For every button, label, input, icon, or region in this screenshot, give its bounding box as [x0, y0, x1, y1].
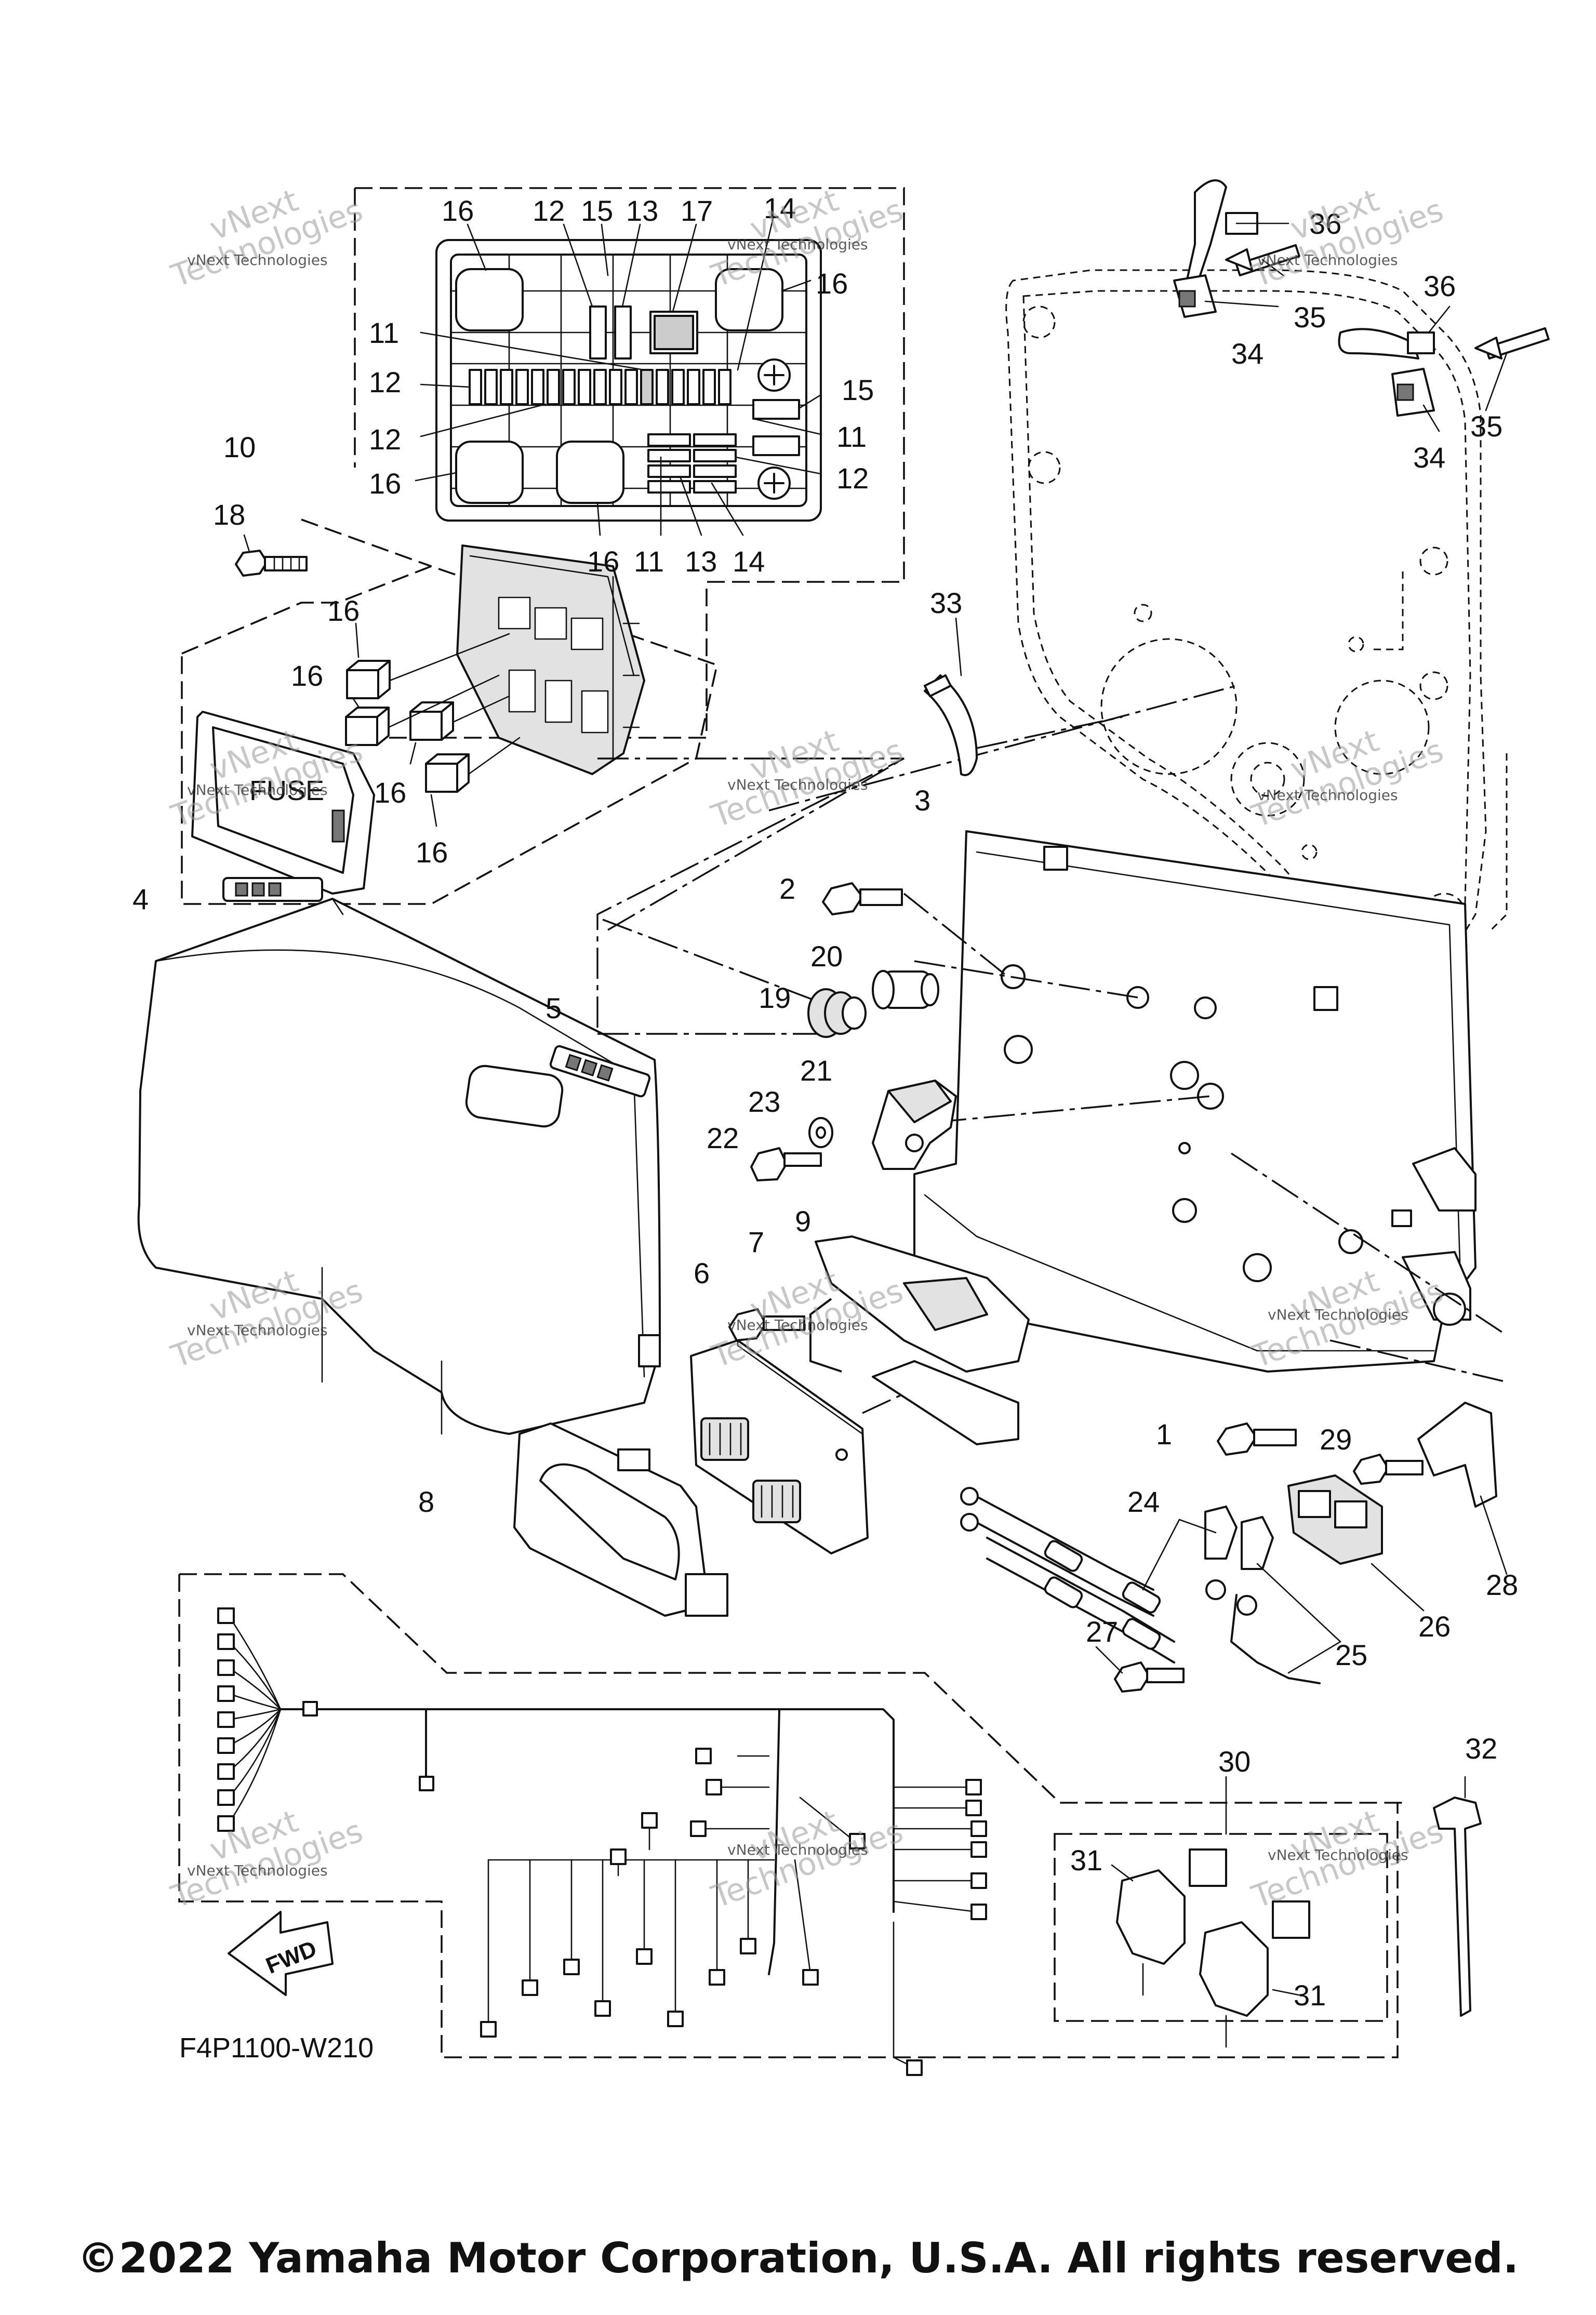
callout-23: 23	[748, 1085, 780, 1118]
callout-8: 8	[418, 1485, 434, 1518]
callout-16: 16	[369, 467, 401, 500]
callout-34: 34	[1231, 337, 1264, 370]
callout-26: 26	[1418, 1610, 1451, 1643]
fuse-box-assembly: FUSE	[181, 518, 719, 905]
hardware	[728, 882, 1424, 1693]
svg-text:vNext Technologies: vNext Technologies	[187, 251, 328, 269]
callout-6: 6	[694, 1257, 710, 1289]
callout-2: 2	[779, 872, 795, 905]
electrical-box-bracket	[913, 830, 1477, 1373]
callout-4: 4	[132, 883, 149, 915]
callout-18: 18	[213, 498, 245, 531]
callout-27: 27	[1086, 1615, 1118, 1648]
callout-20: 20	[810, 940, 843, 973]
callout-33: 33	[930, 587, 962, 619]
callout-16: 16	[442, 194, 474, 227]
callout-11: 11	[836, 420, 867, 453]
callout-12: 12	[369, 423, 401, 456]
svg-text:vNext Technologies: vNext Technologies	[727, 776, 868, 793]
callout-29: 29	[1320, 1423, 1352, 1456]
callout-11: 11	[634, 545, 664, 578]
callout-10: 10	[223, 431, 256, 463]
callout-19: 19	[759, 981, 791, 1014]
svg-text:vNext Technologies: vNext Technologies	[727, 1316, 868, 1334]
callout-16: 16	[327, 594, 360, 627]
callout-34: 34	[1413, 441, 1445, 474]
control-unit-group	[513, 1235, 1030, 1617]
callout-28: 28	[1486, 1568, 1518, 1601]
svg-text:FUSE: FUSE	[249, 775, 324, 806]
svg-text:vNext Technologies: vNext Technologies	[1257, 787, 1398, 804]
callout-12: 12	[369, 366, 401, 398]
svg-text:vNext Technologies: vNext Technologies	[1257, 251, 1398, 269]
callout-13: 13	[626, 194, 658, 227]
callout-30: 30	[1218, 1745, 1251, 1778]
callout-labels: 16 12 15 13 17 14 16 11 12 15 12 11 10 1…	[132, 192, 1518, 2064]
clips-group	[924, 179, 1550, 776]
svg-text:vNext Technologies: vNext Technologies	[727, 236, 868, 253]
callout-31: 31	[1070, 1844, 1102, 1877]
wire-harness	[178, 1573, 1403, 2076]
callout-11: 11	[369, 316, 399, 349]
callout-14: 14	[764, 192, 796, 224]
svg-text:vNext Technologies: vNext Technologies	[187, 1322, 328, 1339]
callout-1: 1	[1156, 1418, 1172, 1451]
callout-16: 16	[816, 267, 848, 300]
callout-3: 3	[914, 784, 930, 817]
battery-cables-group	[960, 1402, 1508, 1684]
callout-35: 35	[1470, 410, 1502, 443]
sensor-kit	[1054, 1776, 1482, 2048]
callout-16: 16	[374, 776, 406, 809]
svg-text:vNext Technologies: vNext Technologies	[187, 1862, 328, 1879]
callout-35: 35	[1294, 301, 1326, 334]
callout-22: 22	[707, 1122, 739, 1154]
callout-32: 32	[1465, 1732, 1497, 1765]
callout-36: 36	[1309, 207, 1341, 240]
callout-15: 15	[581, 194, 613, 227]
callout-9: 9	[795, 1205, 811, 1238]
callout-5: 5	[546, 992, 562, 1025]
svg-text:vNext Technologies: vNext Technologies	[1268, 1306, 1408, 1323]
svg-text:vNext Technologies: vNext Technologies	[1268, 1846, 1408, 1864]
callout-16: 16	[416, 836, 448, 869]
callout-21: 21	[800, 1054, 832, 1087]
callout-13: 13	[685, 545, 717, 578]
forward-arrow: FWD	[228, 1911, 334, 1996]
electrical-box-cover	[137, 877, 661, 1435]
callout-16: 16	[587, 545, 619, 578]
callout-12: 12	[836, 462, 869, 495]
callout-15: 15	[842, 374, 874, 406]
callout-17: 17	[681, 194, 713, 227]
callout-36: 36	[1424, 270, 1456, 302]
callout-25: 25	[1335, 1639, 1367, 1671]
copyright-notice: ©2022 Yamaha Motor Corporation, U.S.A. A…	[77, 2234, 1519, 2282]
svg-text:vNext Technologies: vNext Technologies	[187, 781, 328, 799]
svg-text:vNext Technologies: vNext Technologies	[727, 1841, 868, 1858]
callout-14: 14	[733, 545, 765, 578]
callout-7: 7	[748, 1226, 764, 1258]
callout-31: 31	[1294, 1979, 1326, 2012]
callout-12: 12	[533, 194, 565, 227]
drawing-code: F4P1100-W210	[179, 2032, 374, 2064]
callout-16: 16	[291, 659, 323, 692]
callout-24: 24	[1127, 1485, 1160, 1518]
fuse-box-detail	[354, 187, 905, 739]
